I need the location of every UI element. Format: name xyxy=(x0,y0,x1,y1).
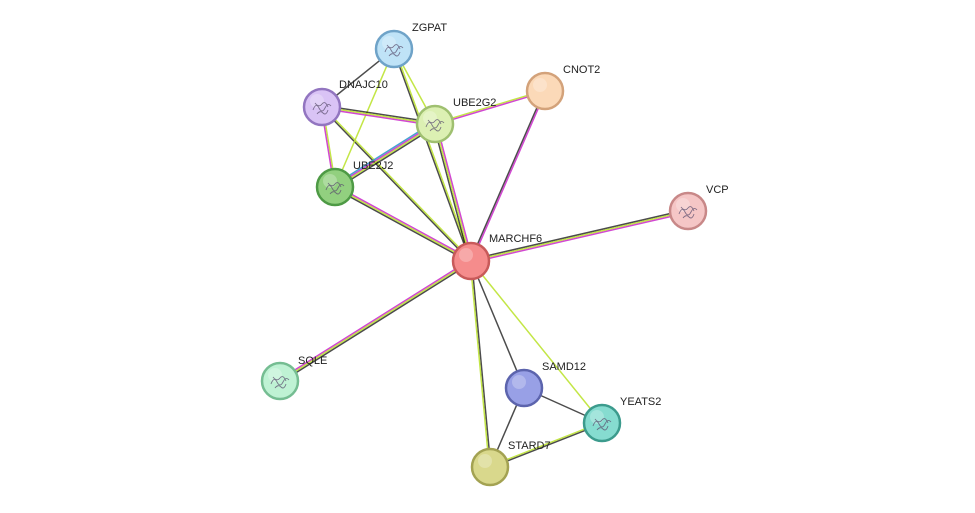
node-label: YEATS2 xyxy=(620,396,661,408)
node-samd12[interactable]: SAMD12 xyxy=(504,361,586,408)
edge-evidence-line xyxy=(334,48,395,188)
node-vcp[interactable]: VCP xyxy=(668,184,729,231)
node-circle xyxy=(451,241,491,281)
edge-marchf6-cnot2[interactable] xyxy=(469,90,547,262)
edge-evidence-line xyxy=(435,123,474,261)
edge-evidence-line xyxy=(333,187,471,263)
edge-evidence-line xyxy=(470,208,688,261)
edge-yeats2-stard7[interactable] xyxy=(489,421,603,469)
node-circle xyxy=(315,167,355,207)
edge-evidence-line xyxy=(469,260,491,468)
node-highlight xyxy=(310,94,324,108)
node-label: DNAJC10 xyxy=(339,79,388,91)
node-dnajc10[interactable]: DNAJC10 xyxy=(302,79,388,127)
edge-marchf6-ube2g2[interactable] xyxy=(432,123,474,262)
edge-evidence-line xyxy=(469,90,545,261)
edge-evidence-line xyxy=(321,105,473,261)
node-highlight xyxy=(459,248,473,262)
edge-evidence-line xyxy=(470,260,492,468)
edge-evidence-line xyxy=(334,122,435,188)
node-circle xyxy=(582,403,622,443)
edge-evidence-line xyxy=(278,259,471,381)
node-highlight xyxy=(268,368,282,382)
edge-marchf6-vcp[interactable] xyxy=(470,208,689,264)
edge-evidence-line xyxy=(394,48,473,261)
node-highlight xyxy=(323,174,337,188)
node-circle xyxy=(302,87,342,127)
node-highlight xyxy=(382,36,396,50)
node-highlight xyxy=(423,111,437,125)
edge-evidence-line xyxy=(470,210,689,262)
edge-evidence-line xyxy=(489,421,603,468)
node-sqle[interactable]: SQLE xyxy=(260,355,327,401)
edge-evidence-line xyxy=(280,261,473,383)
edge-evidence-line xyxy=(279,260,472,382)
protein-structure-icon xyxy=(312,102,332,115)
edge-zgpat-ube2j2[interactable] xyxy=(334,48,395,188)
protein-structure-icon xyxy=(425,119,445,132)
node-circle xyxy=(504,368,544,408)
edge-marchf6-dnajc10[interactable] xyxy=(320,105,473,263)
edge-marchf6-sqle[interactable] xyxy=(278,259,473,383)
node-label: UBE2J2 xyxy=(353,160,393,172)
protein-structure-icon xyxy=(384,44,404,57)
node-highlight xyxy=(512,375,526,389)
node-label: MARCHF6 xyxy=(489,233,542,245)
node-label: ZGPAT xyxy=(412,22,447,34)
node-zgpat[interactable]: ZGPAT xyxy=(374,22,447,69)
edge-evidence-line xyxy=(470,260,525,389)
node-highlight xyxy=(478,454,492,468)
node-marchf6[interactable]: MARCHF6 xyxy=(451,233,542,281)
edge-marchf6-ube2j2[interactable] xyxy=(333,185,473,263)
edge-evidence-line xyxy=(334,186,472,262)
node-highlight xyxy=(676,198,690,212)
protein-structure-icon xyxy=(270,376,290,389)
node-highlight xyxy=(533,78,547,92)
edge-marchf6-zgpat[interactable] xyxy=(392,48,473,262)
edge-evidence-line xyxy=(335,123,436,189)
node-circle xyxy=(260,361,300,401)
edge-evidence-line xyxy=(470,260,603,424)
edge-evidence-line xyxy=(471,211,689,264)
node-circle xyxy=(374,29,414,69)
node-label: UBE2G2 xyxy=(453,97,496,109)
node-circle xyxy=(415,104,455,144)
edge-evidence-line xyxy=(489,422,603,469)
edge-marchf6-yeats2[interactable] xyxy=(470,260,603,424)
node-ube2j2[interactable]: UBE2J2 xyxy=(315,160,393,207)
node-circle xyxy=(668,191,708,231)
edge-marchf6-samd12[interactable] xyxy=(470,260,525,389)
node-yeats2[interactable]: YEATS2 xyxy=(582,396,661,443)
node-cnot2[interactable]: CNOT2 xyxy=(525,64,600,111)
node-highlight xyxy=(590,410,604,424)
edge-evidence-line xyxy=(335,125,437,190)
node-circle xyxy=(525,71,565,111)
protein-structure-icon xyxy=(678,206,698,219)
edge-evidence-line xyxy=(432,124,471,262)
edge-marchf6-stard7[interactable] xyxy=(469,260,492,468)
edge-evidence-line xyxy=(333,121,435,186)
node-label: VCP xyxy=(706,184,729,196)
node-label: SQLE xyxy=(298,355,327,367)
edge-evidence-line xyxy=(471,90,547,262)
edge-evidence-line xyxy=(434,123,472,262)
edge-evidence-line xyxy=(320,106,472,263)
node-label: SAMD12 xyxy=(542,361,586,373)
node-label: CNOT2 xyxy=(563,64,600,76)
protein-structure-icon xyxy=(592,418,612,431)
node-label: STARD7 xyxy=(508,440,551,452)
node-ube2g2[interactable]: UBE2G2 xyxy=(415,97,496,144)
edge-ube2g2-ube2j2[interactable] xyxy=(333,121,437,190)
protein-structure-icon xyxy=(325,182,345,195)
edge-evidence-line xyxy=(392,48,471,262)
node-stard7[interactable]: STARD7 xyxy=(470,440,551,487)
node-circle xyxy=(470,447,510,487)
edge-evidence-line xyxy=(335,185,473,261)
